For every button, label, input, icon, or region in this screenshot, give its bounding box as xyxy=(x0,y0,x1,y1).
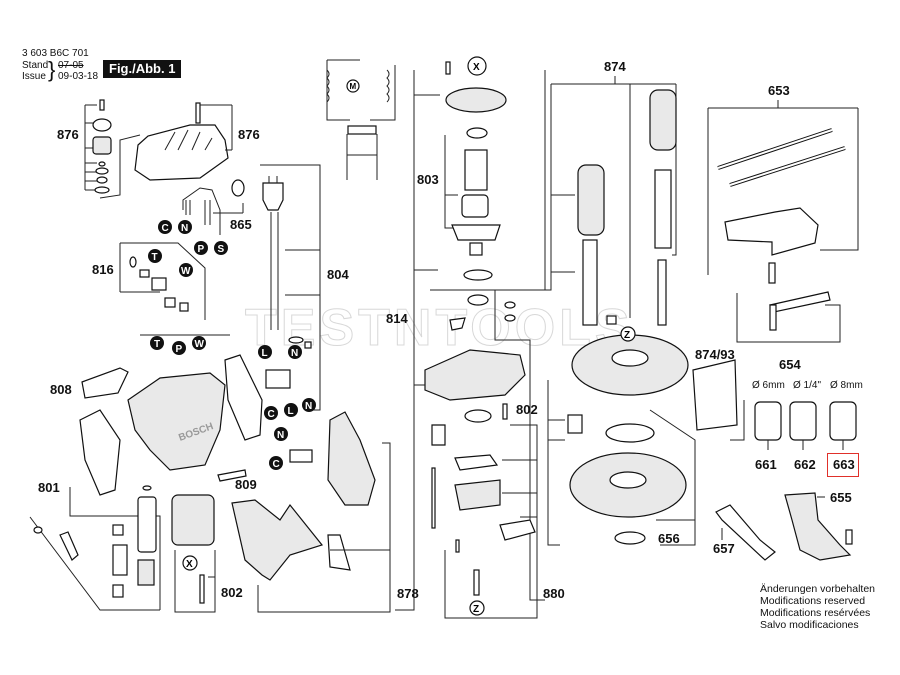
collets xyxy=(730,400,857,450)
svg-text:P: P xyxy=(198,244,205,255)
part-label-814[interactable]: 814 xyxy=(386,311,408,326)
power-cord xyxy=(260,164,321,411)
svg-text:P: P xyxy=(176,344,183,355)
part-label-802-mid[interactable]: 802 xyxy=(516,402,538,417)
svg-text:C: C xyxy=(273,459,280,470)
wire-harness xyxy=(182,179,245,235)
field-assembly: X xyxy=(171,494,216,613)
stand-value: 07-05 xyxy=(58,60,84,71)
part-label-808[interactable]: 808 xyxy=(50,382,72,397)
stand-label: Stand xyxy=(22,60,49,71)
part-label-803[interactable]: 803 xyxy=(417,172,439,187)
svg-text:W: W xyxy=(181,266,191,277)
part-label-653[interactable]: 653 xyxy=(768,83,790,98)
svg-text:T: T xyxy=(154,339,160,350)
svg-text:T: T xyxy=(152,252,158,263)
circuit-schematic: M xyxy=(326,59,396,180)
svg-text:N: N xyxy=(305,401,312,412)
part-label-662[interactable]: 662 xyxy=(794,457,816,472)
part-label-809[interactable]: 809 xyxy=(235,477,257,492)
part-label-876-left[interactable]: 876 xyxy=(57,127,79,142)
base-plate-assembly xyxy=(547,359,738,546)
part-label-876-right[interactable]: 876 xyxy=(238,127,260,142)
part-label-655[interactable]: 655 xyxy=(830,490,852,505)
part-label-654[interactable]: 654 xyxy=(779,357,801,372)
part-label-657[interactable]: 657 xyxy=(713,541,735,556)
collet-size-661: Ø 6mm xyxy=(752,380,785,391)
part-label-878[interactable]: 878 xyxy=(397,586,419,601)
svg-text:X: X xyxy=(473,62,480,73)
svg-text:L: L xyxy=(288,406,294,417)
part-label-801[interactable]: 801 xyxy=(38,480,60,495)
parallel-guide xyxy=(707,100,859,343)
armature-assembly: X xyxy=(395,56,507,611)
part-label-880[interactable]: 880 xyxy=(543,586,565,601)
handle-assembly xyxy=(231,411,391,613)
wire-markers-mid: L N C L N N C xyxy=(258,345,316,470)
part-label-656[interactable]: 656 xyxy=(658,531,680,546)
collet-size-662: Ø 1/4" xyxy=(793,380,822,391)
note-en: Modifications reserved xyxy=(760,595,866,607)
gear-housing: Z xyxy=(414,70,546,619)
knob-assembly xyxy=(84,99,112,194)
note-de: Änderungen vorbehalten xyxy=(760,583,876,595)
svg-text:L: L xyxy=(262,348,268,359)
switch-assembly: T W xyxy=(119,242,206,320)
part-label-802-bottom[interactable]: 802 xyxy=(221,585,243,600)
brace-icon: } xyxy=(48,57,56,82)
accessories xyxy=(715,492,853,561)
svg-text:Z: Z xyxy=(624,330,630,341)
issue-label: Issue xyxy=(22,71,46,82)
note-fr: Modifications resérvées xyxy=(760,607,871,619)
svg-text:X: X xyxy=(186,559,193,570)
part-label-874-93[interactable]: 874/93 xyxy=(695,347,735,362)
svg-text:C: C xyxy=(268,409,275,420)
wire-markers-top: C N P S xyxy=(158,220,228,255)
part-label-663[interactable]: 663 xyxy=(833,457,855,472)
part-label-804[interactable]: 804 xyxy=(327,267,349,282)
svg-text:N: N xyxy=(277,430,284,441)
svg-text:N: N xyxy=(291,348,298,359)
part-number: 3 603 B6C 701 xyxy=(22,48,89,59)
part-label-816[interactable]: 816 xyxy=(92,262,114,277)
svg-text:C: C xyxy=(162,223,169,234)
svg-text:S: S xyxy=(218,244,225,255)
collet-size-663: Ø 8mm xyxy=(830,380,863,391)
issue-value: 09-03-18 xyxy=(58,71,99,82)
note-es: Salvo modificaciones xyxy=(760,619,859,631)
svg-text:N: N xyxy=(181,223,188,234)
motor-cover xyxy=(99,102,233,199)
highlight-box-663 xyxy=(827,453,859,477)
part-label-661[interactable]: 661 xyxy=(755,457,777,472)
svg-text:M: M xyxy=(350,82,357,91)
plunge-springs: Z xyxy=(545,76,689,396)
part-label-865[interactable]: 865 xyxy=(230,217,252,232)
svg-text:W: W xyxy=(195,339,205,350)
figure-label: Fig./Abb. 1 xyxy=(103,60,182,78)
part-label-874[interactable]: 874 xyxy=(604,59,626,74)
svg-text:Z: Z xyxy=(473,604,479,615)
depth-stop-assembly xyxy=(29,485,161,611)
motor-housing: T P W BOSCH xyxy=(79,334,263,496)
